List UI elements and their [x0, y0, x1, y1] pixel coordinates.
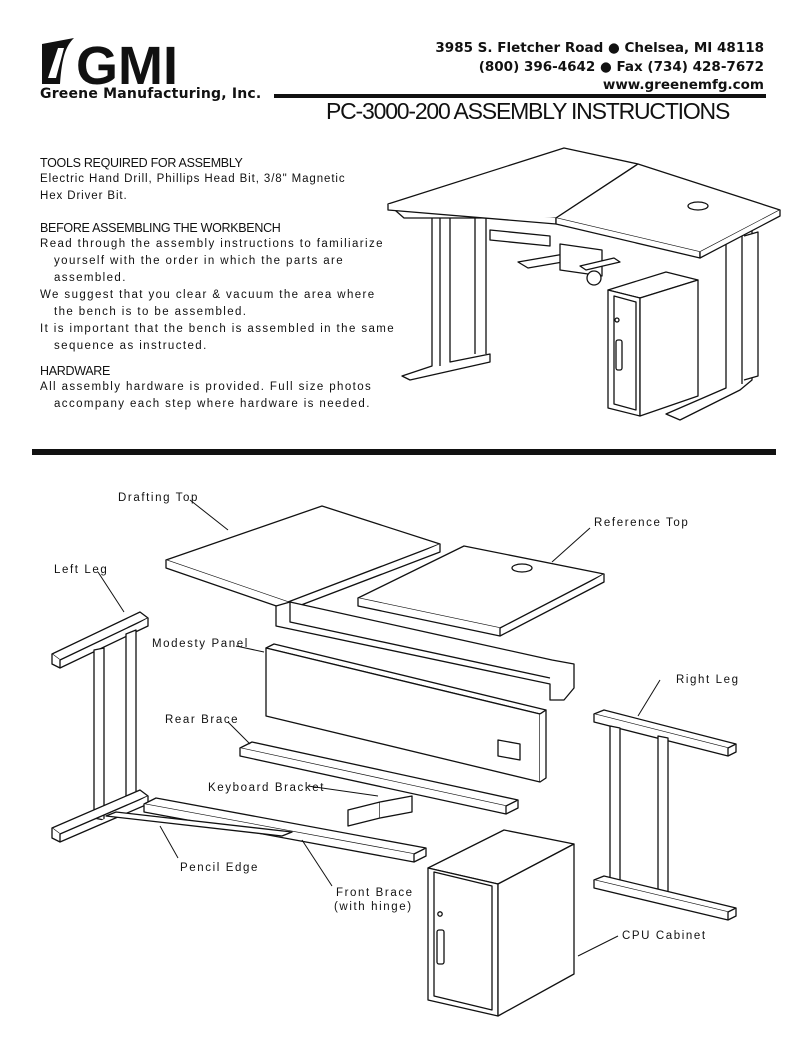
text-line: Hex Driver Bit.: [40, 190, 128, 202]
text-line: the bench is to be assembled.: [54, 306, 248, 318]
label-rear-brace: Rear Brace: [165, 714, 239, 726]
text-line: All assembly hardware is provided. Full …: [40, 381, 373, 393]
rear-brace-part: [239, 741, 519, 815]
right-leg-part: [593, 709, 737, 921]
text-line: It is important that the bench is assemb…: [40, 323, 396, 335]
text-line: assembled.: [54, 272, 127, 284]
tools-text: Electric Hand Drill, Phillips Head Bit, …: [40, 171, 346, 205]
label-cpu-cabinet: CPU Cabinet: [622, 930, 707, 942]
text-line: accompany each step where hardware is ne…: [54, 398, 371, 410]
section-divider: [32, 449, 776, 455]
modesty-panel-part: [265, 643, 547, 783]
cpu-cabinet-part: [427, 829, 575, 1017]
modesty-channel-part: [275, 601, 575, 701]
tools-heading: TOOLS REQUIRED FOR ASSEMBLY: [40, 156, 243, 170]
label-drafting-top: Drafting Top: [118, 492, 199, 504]
gmi-logo: GMI: [42, 36, 178, 96]
pencil-edge-part: [105, 811, 293, 837]
hardware-text: All assembly hardware is provided. Full …: [40, 379, 372, 413]
label-keyboard-bracket: Keyboard Bracket: [208, 782, 325, 794]
before-text: Read through the assembly instructions t…: [40, 236, 395, 355]
label-pencil-edge: Pencil Edge: [180, 862, 259, 874]
exploded-parts-diagram: Drafting Top Reference Top Left Leg Mode…: [51, 492, 740, 1017]
hardware-heading: HARDWARE: [40, 364, 111, 378]
address-line: 3985 S. Fletcher Road ● Chelsea, MI 4811…: [435, 40, 764, 56]
left-leg-part: [51, 611, 149, 843]
label-front-brace: Front Brace: [336, 887, 414, 899]
label-modesty-panel: Modesty Panel: [152, 638, 249, 650]
drafting-top-part: [165, 505, 441, 611]
label-left-leg: Left Leg: [54, 564, 108, 576]
assembled-workbench-illustration: [387, 147, 781, 421]
page-title: PC-3000-200 ASSEMBLY INSTRUCTIONS: [326, 98, 730, 124]
text-line: Electric Hand Drill, Phillips Head Bit, …: [40, 173, 346, 185]
phone-line: (800) 396-4642 ● Fax (734) 428-7672: [478, 59, 764, 75]
text-line: yourself with the order in which the par…: [54, 255, 345, 267]
keyboard-bracket-part: [347, 795, 413, 827]
label-reference-top: Reference Top: [594, 517, 689, 529]
label-right-leg: Right Leg: [676, 674, 740, 686]
label-front-brace-sub: (with hinge): [334, 901, 413, 913]
text-line: We suggest that you clear & vacuum the a…: [40, 289, 376, 301]
website-link[interactable]: www.greenemfg.com: [602, 77, 764, 93]
text-line: sequence as instructed.: [54, 340, 208, 352]
text-line: Read through the assembly instructions t…: [40, 238, 384, 250]
company-name: Greene Manufacturing, Inc.: [40, 86, 262, 102]
header-rule: [274, 94, 766, 98]
before-heading: BEFORE ASSEMBLING THE WORKBENCH: [40, 221, 281, 235]
logo-wordmark: GMI: [76, 36, 178, 96]
reference-top-part: [357, 545, 605, 637]
